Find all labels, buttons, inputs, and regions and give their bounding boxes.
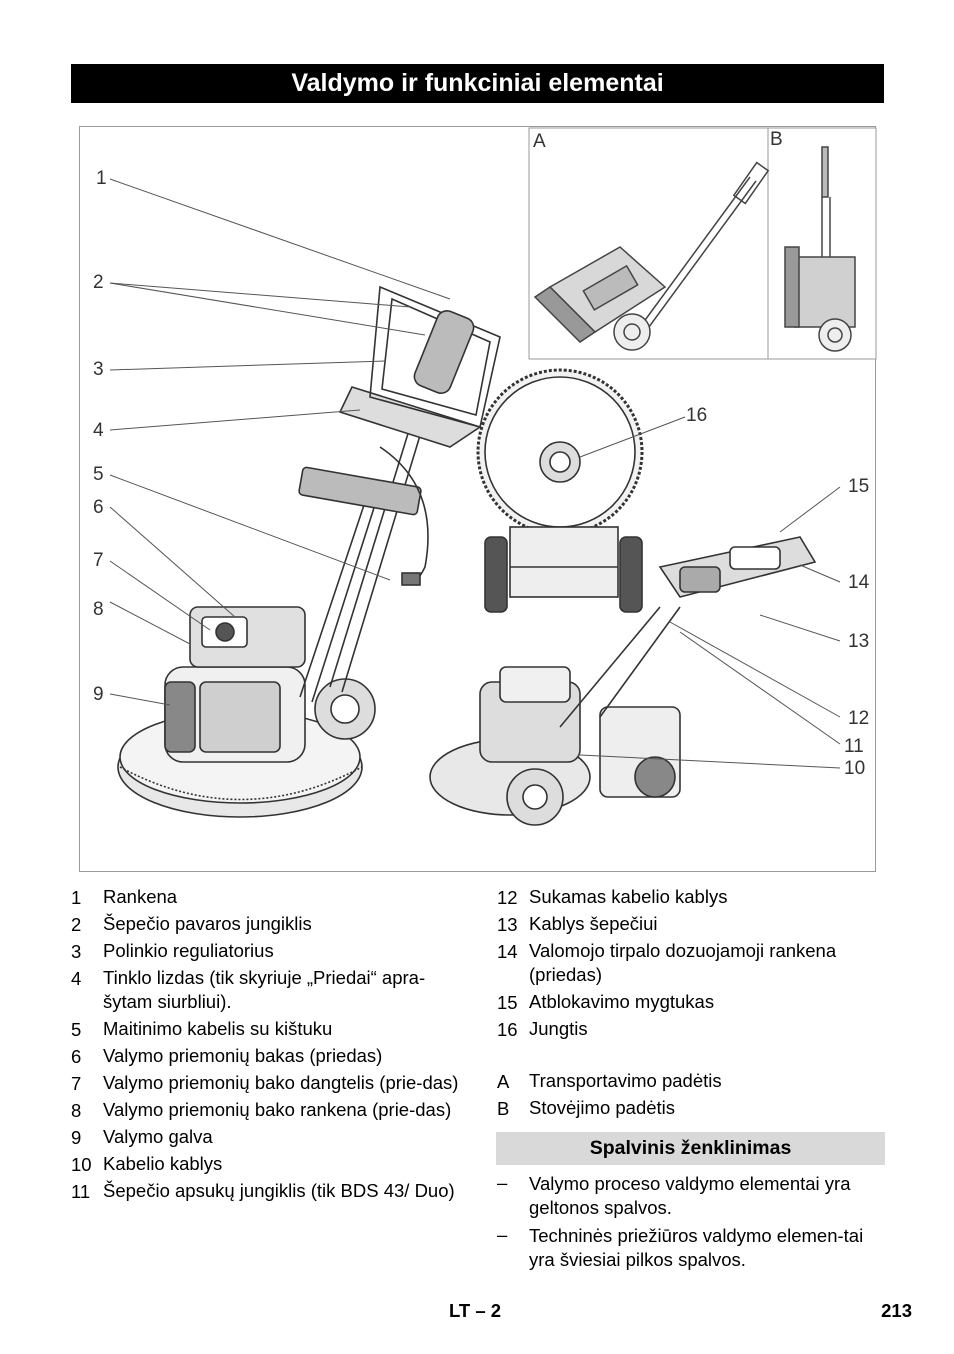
- callout-10: 10: [844, 758, 866, 779]
- page-title: Valdymo ir funkciniai elementai: [71, 64, 884, 103]
- callout-4: 4: [93, 420, 104, 441]
- legend-text: Kablys šepečiui: [529, 913, 658, 934]
- legend-text: Maitinimo kabelis su kištuku: [103, 1018, 333, 1039]
- callout-leaders: [109, 178, 841, 769]
- callout-15: 15: [848, 476, 870, 497]
- callout-11: 11: [844, 736, 864, 757]
- legend-item: 16 Jungtis: [497, 1016, 887, 1043]
- callout-7: 7: [93, 550, 104, 571]
- legend-left: 1 Rankena 2 Šepečio pavaros jungiklis 3 Polin…: [71, 884, 471, 1205]
- callout-14: 14: [848, 572, 870, 593]
- inset-a-machine: [533, 161, 770, 351]
- main-machine: [117, 285, 501, 818]
- legend-number: 13: [497, 914, 518, 935]
- legend-number: 10: [71, 1154, 92, 1175]
- legend-number: A: [497, 1071, 510, 1092]
- legend-item: 10 Kabelio kablys: [71, 1151, 471, 1178]
- legend-right: 12 Sukamas kabelio kablys 13 Kablys šepečiu…: [497, 884, 887, 1122]
- legend-item: 12 Sukamas kabelio kablys: [497, 884, 887, 911]
- inset-label-a: A: [533, 131, 546, 152]
- legend-text: Polinkio reguliatorius: [103, 940, 274, 961]
- callout-1: 1: [96, 168, 107, 189]
- legend-text: Rankena: [103, 886, 178, 907]
- legend-item: –Techninės priežiūros valdymo elemen-tai…: [497, 1224, 887, 1272]
- legend-number: 6: [71, 1046, 82, 1067]
- callout-16: 16: [686, 405, 708, 426]
- legend-text: Valomojo tirpalo dozuojamoji rankena (pr…: [529, 940, 837, 985]
- legend-text: Valymo priemonių bako dangtelis (prie-da…: [103, 1072, 459, 1093]
- legend-number: 12: [497, 887, 518, 908]
- legend-text: Atblokavimo mygtukas: [529, 991, 715, 1012]
- legend-item: A Transportavimo padėtis: [497, 1068, 887, 1095]
- legend-item: 4 Tinklo lizdas (tik skyriuje „Priedai“ a…: [71, 965, 471, 1016]
- legend-item: –Valymo proceso valdymo elementai yra ge…: [497, 1172, 887, 1220]
- machine-drawing: [109, 127, 877, 826]
- legend-text: Valymo priemonių bakas (priedas): [103, 1045, 383, 1066]
- legend-number: 7: [71, 1073, 82, 1094]
- legend-item: 2 Šepečio pavaros jungiklis: [71, 911, 471, 938]
- legend-text: Stovėjimo padėtis: [529, 1097, 676, 1118]
- legend-text: Transportavimo padėtis: [529, 1070, 722, 1091]
- legend-item: 5 Maitinimo kabelis su kištuku: [71, 1016, 471, 1043]
- section-heading: Spalvinis ženklinimas: [496, 1132, 885, 1165]
- legend-number: 15: [497, 992, 518, 1013]
- legend-text: Valymo priemonių bako rankena (prie-das): [103, 1099, 452, 1120]
- legend-spacer: [497, 1043, 887, 1068]
- legend-number: 3: [71, 941, 82, 962]
- legend-item: 9 Valymo galva: [71, 1124, 471, 1151]
- legend-number: 11: [71, 1181, 91, 1202]
- legend-text: Tinklo lizdas (tik skyriuje „Priedai“ ap…: [103, 967, 426, 1012]
- legend-number: B: [497, 1098, 510, 1119]
- legend-item: 3 Polinkio reguliatorius: [71, 938, 471, 965]
- legend-number: 5: [71, 1019, 82, 1040]
- coupling-view: [476, 368, 644, 613]
- legend-item: 11 Šepečio apsukų jungiklis (tik BDS 43/ …: [71, 1178, 471, 1205]
- legend-number: –: [497, 1172, 508, 1193]
- callout-2: 2: [93, 272, 104, 293]
- legend-item: 14 Valomojo tirpalo dozuojamoji rankena (…: [497, 938, 887, 989]
- legend-text: Šepečio apsukų jungiklis (tik BDS 43/ Du…: [103, 1180, 455, 1201]
- legend-item: 6 Valymo priemonių bakas (priedas): [71, 1043, 471, 1070]
- legend-number: 9: [71, 1127, 82, 1148]
- legend-item: 13 Kablys šepečiui: [497, 911, 887, 938]
- page-number: 213: [881, 1300, 912, 1321]
- callout-8: 8: [93, 599, 104, 620]
- legend-number: 4: [71, 968, 82, 989]
- legend-text: Sukamas kabelio kablys: [529, 886, 728, 907]
- legend-number: –: [497, 1224, 508, 1245]
- footer-language-page: LT – 2: [449, 1300, 502, 1321]
- callout-13: 13: [848, 631, 870, 652]
- legend-item: 8 Valymo priemonių bako rankena (prie-das…: [71, 1097, 471, 1124]
- legend-text: Valymo proceso valdymo elementai yra gel…: [529, 1173, 851, 1218]
- callout-3: 3: [93, 359, 104, 380]
- inset-b-machine: [784, 146, 856, 352]
- legend-item: 1 Rankena: [71, 884, 471, 911]
- legend-item: 7 Valymo priemonių bako dangtelis (prie-d…: [71, 1070, 471, 1097]
- legend-text: Valymo galva: [103, 1126, 213, 1147]
- machine-illustration: 1 2 3 4 5 6 7 8 9 16 15 14 13 12 11 10 A…: [79, 126, 877, 872]
- legend-right-items: 12 Sukamas kabelio kablys 13 Kablys šepečiu…: [497, 884, 887, 1043]
- legend-number: 2: [71, 914, 82, 935]
- legend-number: 8: [71, 1100, 82, 1121]
- legend-number: 1: [71, 887, 82, 908]
- callout-5: 5: [93, 464, 104, 485]
- legend-number: 14: [497, 941, 518, 962]
- legend-text: Techninės priežiūros valdymo elemen-tai …: [529, 1225, 864, 1270]
- secondary-machine: [429, 536, 817, 826]
- legend-text: Jungtis: [529, 1018, 588, 1039]
- callout-9: 9: [93, 684, 104, 705]
- legend-text: Kabelio kablys: [103, 1153, 223, 1174]
- legend-number: 16: [497, 1019, 518, 1040]
- callout-12: 12: [848, 708, 870, 729]
- inset-label-b: B: [770, 129, 783, 150]
- legend-item: B Stovėjimo padėtis: [497, 1095, 887, 1122]
- callout-6: 6: [93, 497, 104, 518]
- legend-text: Šepečio pavaros jungiklis: [103, 913, 312, 934]
- color-coding-list: –Valymo proceso valdymo elementai yra ge…: [497, 1172, 887, 1276]
- legend-item: 15 Atblokavimo mygtukas: [497, 989, 887, 1016]
